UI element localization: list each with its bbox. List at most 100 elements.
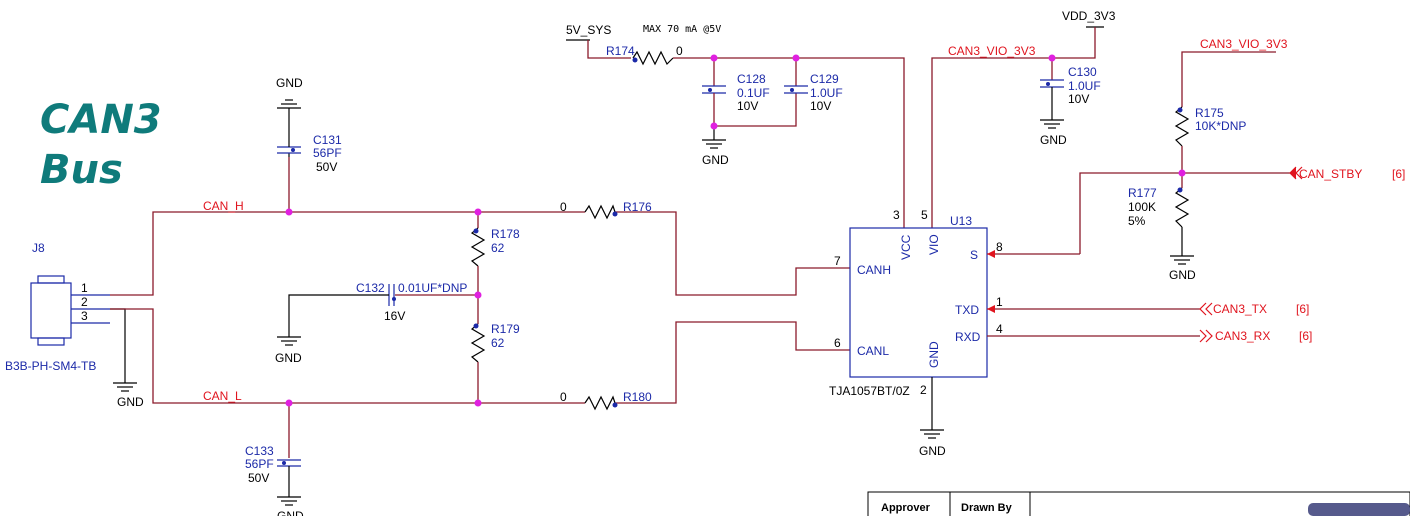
vdd-3v3-label: VDD_3V3 [1062,9,1116,23]
r178-ref: R178 [491,227,520,241]
title-line1: CAN3 [40,97,162,143]
r176-value: 0 [560,200,567,214]
max-current-note: MAX 70 mA @5V [643,24,721,35]
r180-value: 0 [560,390,567,404]
u13-body [849,227,988,378]
gnd-label-c133: GND [277,509,304,516]
u13-part: TJA1057BT/0Z [829,384,910,398]
table-drawn-by: Drawn By [961,502,1013,514]
can-h-wire [110,211,585,296]
u13-pinnum-6: 6 [834,336,841,350]
can-l-wire [110,308,585,404]
title-block [867,491,1410,516]
gnd-symbol-c132 [277,336,301,346]
s-pin-arrow [987,250,995,258]
r180-resistor [584,395,616,411]
u13-pinnum-1: 1 [996,295,1003,309]
r179-resistor [470,323,486,363]
tx-port-label: CAN3_TX [1213,302,1267,316]
u13-pin-canh: CANH [857,263,891,277]
5v-sys-wire [587,40,631,59]
u13-pinnum-8: 8 [996,240,1003,254]
c130-ref: C130 [1068,65,1097,79]
u13-pin-txd: TXD [955,303,979,317]
u13-ref: U13 [950,214,972,228]
r174-resistor [632,50,674,66]
stby-port-chevron [1289,166,1297,180]
c133-ref: C133 [245,444,274,458]
r175-value: 10K*DNP [1195,119,1246,133]
j8-pin1: 1 [81,281,88,295]
can-l-label: CAN_L [203,389,242,403]
u13-pinnum-7: 7 [834,254,841,268]
c132-ref: C132 [356,281,385,295]
table-approver: Approver [881,502,931,514]
vio-wire [931,27,1096,228]
c131-voltage: 50V [316,160,337,174]
r176-ref: R176 [623,200,652,214]
tx-port-ref: [6] [1296,302,1309,316]
r177-tol: 5% [1128,214,1146,228]
j8-part: B3B-PH-SM4-TB [5,359,96,373]
r180-ref: R180 [623,390,652,404]
u13-pinnum-4: 4 [996,322,1003,336]
c128-voltage: 10V [737,99,758,113]
title-line2: Bus [40,147,123,193]
r177-value: 100K [1128,200,1156,214]
gnd-symbol-c131 [277,99,301,109]
can-l-to-ic [615,321,850,404]
5v-sys-label: 5V_SYS [566,23,611,37]
c128-ref: C128 [737,72,766,86]
u13-pin-vcc: VCC [899,234,913,260]
u13-pinnum-5: 5 [921,208,928,222]
gnd-symbol-c130 [1040,119,1064,129]
gnd-label-c128: GND [702,153,729,167]
gnd-label-j8: GND [117,395,144,409]
u13-pin-rxd: RXD [955,330,981,344]
r177-resistor [1174,187,1190,228]
r176-resistor [584,204,616,220]
gnd-symbol-r177 [1170,255,1194,265]
c129-voltage: 10V [810,99,831,113]
r178-resistor [470,227,486,267]
c132-value: 0.01UF*DNP [398,281,467,295]
gnd-symbol-c133 [277,496,301,506]
txd-arrow [987,305,995,313]
c133-voltage: 50V [248,471,269,485]
gnd-label-r177: GND [1169,268,1196,282]
gnd-label-c130: GND [1040,133,1067,147]
u13-pinnum-2: 2 [920,383,927,397]
r174-ref: R174 [606,44,635,58]
stby-port-label: CAN_STBY [1299,167,1362,181]
gnd-label-c132: GND [275,351,302,365]
j8-gnd-wire [110,308,126,383]
u13-pinnum-3: 3 [893,208,900,222]
j8-pin2: 2 [81,295,88,309]
junctions [285,54,1186,407]
c131-value: 56PF [313,146,342,160]
vcc-wire [673,57,905,228]
can-h-to-ic [615,211,850,296]
j8-ref: J8 [32,241,45,255]
gnd-label-c131: GND [276,76,303,90]
u13-pin-gnd: GND [927,341,941,368]
c129-ref: C129 [810,72,839,86]
c128-c129-gnd-wire [713,93,797,127]
stby-wire [1079,172,1290,254]
j8-pin3: 3 [81,309,88,323]
vio-net-label-2: CAN3_VIO_3V3 [1200,37,1288,51]
c132-gnd-wire [288,294,389,337]
gnd-symbol-c128 [702,139,726,149]
r178-value: 62 [491,241,505,255]
c132-voltage: 16V [384,309,405,323]
r175-ref: R175 [1195,106,1224,120]
stby-port-ref: [6] [1392,167,1405,181]
r175-resistor [1174,106,1190,147]
c130-voltage: 10V [1068,92,1089,106]
c128-value: 0.1UF [737,86,770,100]
r174-value: 0 [676,44,683,58]
rx-port-label: CAN3_RX [1215,329,1270,343]
u13-pin-vio: VIO [927,234,941,255]
r179-ref: R179 [491,322,520,336]
